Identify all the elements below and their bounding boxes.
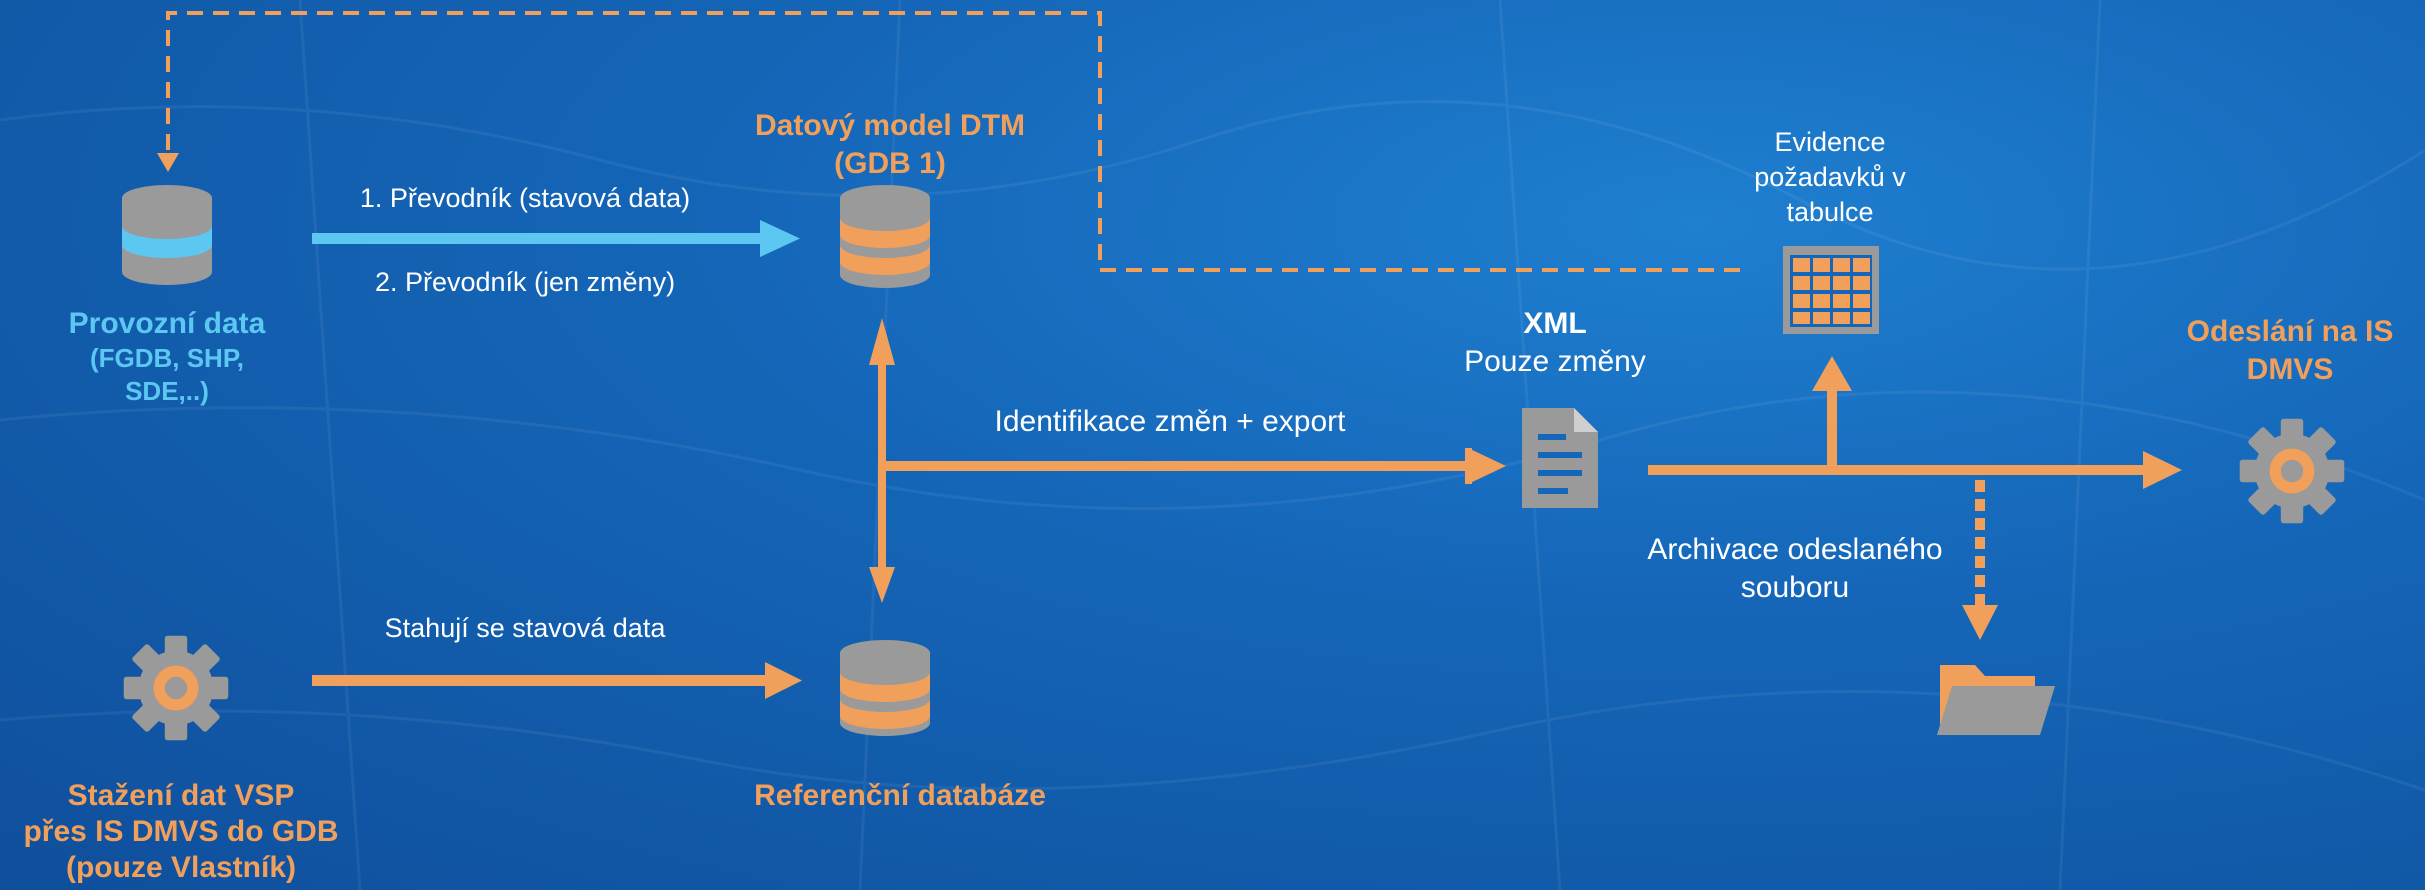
arrow-odeslani [1648, 451, 2182, 489]
feedback-dashed-line [166, 11, 1740, 272]
referencni-databaze-title: Referenční databáze [754, 779, 1046, 812]
evidence-line2: požadavků v [1754, 162, 1906, 192]
edge-label-stahuji: Stahují se stavová data [384, 613, 666, 643]
evidence-line1: Evidence [1774, 127, 1886, 157]
arrow-stahuji [312, 662, 802, 699]
archivace-line1: Archivace odeslaného [1647, 533, 1943, 566]
datovy-model-subtitle: (GDB 1) [834, 147, 946, 180]
arrow-prevodnik [312, 220, 800, 257]
odeslani-line2: DMVS [2246, 353, 2334, 386]
edge-label-identifikace: Identifikace změn + export [994, 405, 1346, 438]
arrow-evidence [1812, 356, 1852, 470]
archivace-line2: souboru [1740, 571, 1850, 604]
provozni-data-formats: (FGDB, SHP, [89, 343, 245, 373]
arrow-vertical-bidirectional [869, 318, 895, 603]
stazeni-dat-line3: (pouze Vlastník) [65, 851, 297, 884]
xml-subtitle: Pouze změny [1464, 345, 1646, 378]
arrow-archivace [1962, 480, 1998, 640]
xml-title: XML [1523, 307, 1587, 340]
arrow-identifikace [882, 448, 1506, 484]
document-icon [1522, 408, 1598, 508]
evidence-line3: tabulce [1786, 197, 1874, 227]
odeslani-line1: Odeslání na IS [2186, 315, 2394, 348]
database-icon [840, 185, 930, 288]
stazeni-dat-line1: Stažení dat VSP [67, 779, 295, 812]
gear-icon [123, 635, 229, 741]
table-icon [1783, 246, 1879, 334]
gear-icon [2239, 418, 2345, 524]
edge-label-prevodnik-1: 1. Převodník (stavová data) [359, 183, 691, 213]
database-icon [122, 185, 212, 285]
datovy-model-title: Datový model DTM [754, 109, 1026, 142]
edge-label-prevodnik-2: 2. Převodník (jen změny) [374, 267, 676, 297]
feedback-arrowhead [157, 153, 179, 172]
folder-icon [1937, 665, 2055, 735]
database-icon [840, 640, 930, 736]
provozni-data-title: Provozní data [68, 307, 266, 340]
provozni-data-formats-2: SDE,..) [125, 376, 209, 406]
stazeni-dat-line2: přes IS DMVS do GDB [23, 815, 339, 848]
